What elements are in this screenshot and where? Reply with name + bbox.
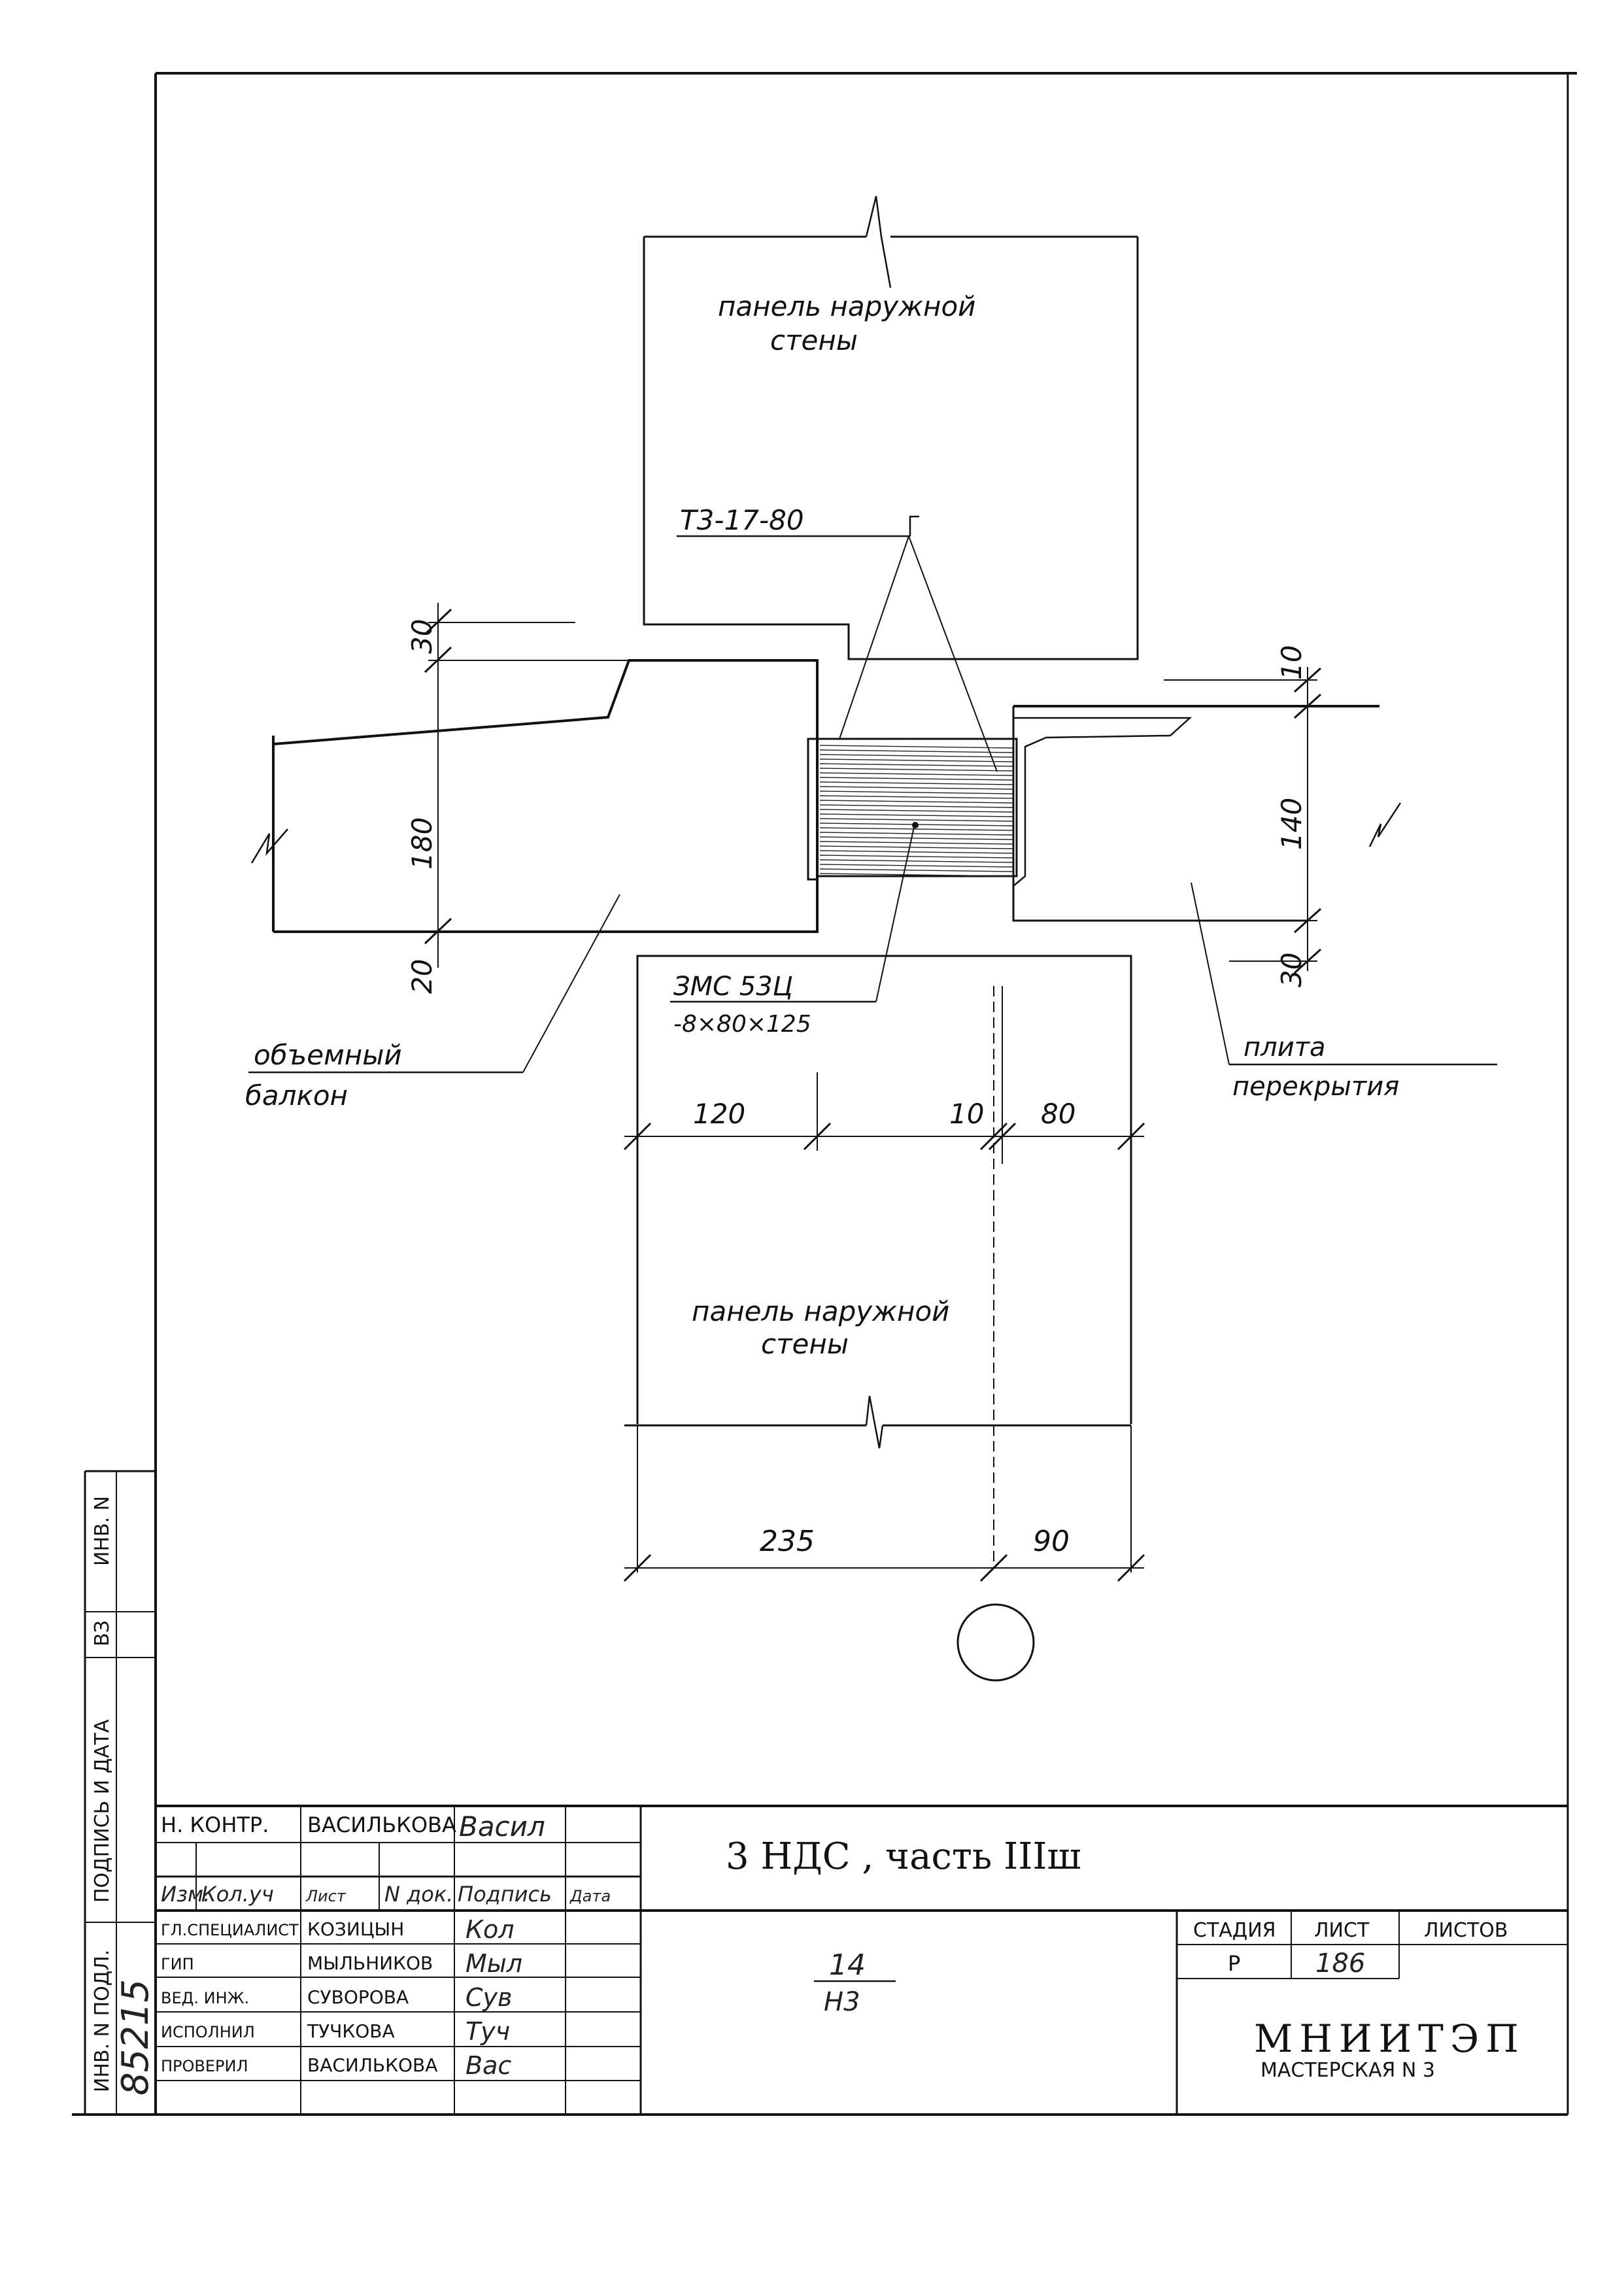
upper-panel-label-line1: панель наружной: [718, 290, 975, 322]
stage-header: СТАДИЯ: [1193, 1919, 1276, 1942]
dim-20: 20: [406, 959, 438, 994]
signer-name: ТУЧКОВА: [307, 2020, 395, 2042]
signer-role: ПРОВЕРИЛ: [161, 2057, 248, 2075]
dim-120: 120: [693, 1098, 745, 1130]
column-header: Кол.уч: [201, 1882, 274, 1907]
signer-signature: Вас: [465, 2051, 511, 2080]
signer-name: МЫЛЬНИКОВ: [307, 1952, 433, 1974]
signer-name: ВАСИЛЬКОВА: [307, 2054, 437, 2076]
dim-10-right: 10: [1276, 645, 1308, 680]
dim-10-mid: 10: [949, 1098, 984, 1130]
signer-role: ГЛ.СПЕЦИАЛИСТ: [161, 1921, 299, 1939]
side-stamp: [84, 1470, 156, 2115]
n-kontr-signature: Васил: [459, 1810, 545, 1843]
org-sub: МАСТЕРСКАЯ N 3: [1260, 2059, 1435, 2082]
column-header: Изм.: [161, 1882, 210, 1907]
slab-label-line2: перекрытия: [1232, 1072, 1399, 1102]
dim-180: 180: [406, 817, 438, 870]
title-block-grid: [156, 1805, 1568, 2115]
lower-wall-panel: [624, 955, 1132, 1572]
lower-panel-label-line2: стены: [761, 1328, 849, 1360]
side-stamp-inv-number: 85215: [114, 1979, 157, 2096]
sheet-value: 186: [1315, 1948, 1365, 1979]
dim-90: 90: [1033, 1525, 1070, 1558]
embedded-part-leader: [670, 826, 915, 1003]
bottom-horizontal-dimensions: [623, 1554, 1145, 1582]
column-headers: Изм.Кол.уч Лист N док.Подпись Дата: [161, 1882, 611, 1907]
signer-signature: Сув: [465, 1983, 512, 2012]
dim-80: 80: [1041, 1098, 1075, 1130]
upper-wall-panel: [643, 196, 1139, 660]
balcony-label-line1: объемный: [254, 1039, 402, 1071]
side-stamp-vz: ВЗ: [91, 1620, 114, 1646]
signer-name: СУВОРОВА: [307, 1986, 409, 2008]
signer-role: ВЕД. ИНЖ.: [161, 1989, 249, 2007]
balcony-leader: [248, 894, 620, 1074]
column-header: Лист: [305, 1887, 347, 1905]
org-name: МНИИТЭП: [1254, 2016, 1525, 2061]
dim-30-bottom: 30: [1276, 953, 1308, 987]
embedded-part-label-2: -8×80×125: [673, 1011, 811, 1038]
signer-role: ИСПОЛНИЛ: [161, 2023, 255, 2041]
n-kontr-role: Н. КОНТР.: [161, 1812, 269, 1837]
slab-label-line1: плита: [1243, 1032, 1326, 1062]
signer-name: КОЗИЦЫН: [307, 1918, 404, 1940]
project-title: 3 НДС , часть IIIш: [726, 1835, 1081, 1878]
signer-signature: Кол: [465, 1915, 515, 1944]
side-stamp-inv: ИНВ. N: [91, 1496, 114, 1566]
signer-role: ГИП: [161, 1955, 194, 1973]
signer-signature: Туч: [465, 2017, 510, 2046]
side-stamp-inv-podl: ИНВ. N ПОДЛ.: [91, 1950, 114, 2092]
right-dimension-chain: [1164, 667, 1322, 974]
sheet-code-top: 14: [829, 1948, 866, 1982]
dim-235: 235: [760, 1525, 815, 1558]
stage-value: Р: [1228, 1951, 1240, 1976]
upper-panel-label-line2: стены: [770, 324, 858, 356]
sheets-header: ЛИСТОВ: [1424, 1919, 1508, 1942]
axis-marker-circle: [956, 1603, 1035, 1682]
dim-30-top: 30: [406, 619, 438, 654]
dim-140: 140: [1276, 798, 1308, 850]
sheet-frame: [72, 72, 1577, 2116]
n-kontr-name: ВАСИЛЬКОВА: [307, 1812, 456, 1837]
embedded-part-label-1: ЗМС 53Ц: [673, 972, 793, 1002]
balcony-label-line2: балкон: [245, 1080, 348, 1112]
column-header: N док.: [384, 1882, 453, 1907]
column-header: Дата: [569, 1887, 611, 1905]
signer-signature: Мыл: [465, 1949, 522, 1978]
floor-slab-section: [1012, 705, 1402, 922]
hatched-joint: [816, 738, 1018, 877]
side-stamp-podpis-data: ПОДПИСЬ И ДАТА: [91, 1719, 114, 1903]
left-dimension-chain: [424, 603, 628, 968]
sheet-code-bottom: Н3: [824, 1987, 860, 2017]
insert-code-label: Т3-17-80: [680, 504, 804, 536]
balcony-section: [250, 659, 819, 933]
slab-leader: [1191, 882, 1497, 1066]
top-horizontal-dimensions: [623, 1072, 1145, 1151]
lower-panel-label-line1: панель наружной: [692, 1295, 949, 1327]
sheet-header: ЛИСТ: [1314, 1919, 1370, 1942]
column-header: Подпись: [458, 1882, 552, 1907]
insert-leader: [677, 515, 998, 772]
